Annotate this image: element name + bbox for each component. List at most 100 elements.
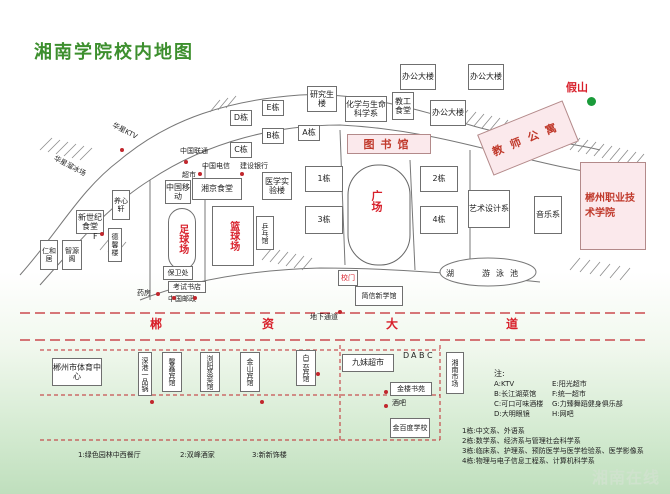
dept-note: 1栋:中文系、外语系	[462, 427, 525, 435]
map-title: 湘南学院校内地图	[34, 42, 194, 63]
building-e: E栋	[262, 100, 284, 116]
marker-dot	[260, 400, 264, 404]
legend-item: E:阳光超市	[552, 380, 587, 388]
marker-dot	[384, 404, 388, 408]
marker-dot	[156, 292, 160, 296]
plaza-label: 广场	[370, 190, 383, 214]
marker-dot	[198, 172, 202, 176]
xiangjing-canteen: 湘京食堂	[192, 178, 242, 200]
road-char-4: 道	[506, 317, 519, 331]
baiyun-label: 白云宾馆	[302, 354, 311, 382]
xiangnan-market: 湘南市场	[446, 352, 464, 394]
xinxin-label: 馨鑫宾馆	[168, 358, 177, 386]
dabc-d: D	[403, 351, 410, 360]
building-b: B栋	[262, 128, 284, 144]
legend-note: 注:	[494, 369, 505, 378]
staff-canteen: 教工食堂	[392, 92, 414, 120]
basketball-court: 篮球场	[212, 206, 254, 266]
building-a: A栋	[298, 125, 320, 141]
library: 图书馆	[347, 134, 431, 154]
legend-item: F:统一超市	[552, 390, 586, 398]
shengang-label: 深港一品锅	[141, 356, 150, 392]
marker-dot	[316, 372, 320, 376]
marker-dot	[150, 400, 154, 404]
teaching-building-4: 4栋	[420, 206, 458, 234]
dept-note: 3栋:临床系、护理系、预防医学与医学检验系、医学影像系	[462, 447, 644, 455]
dabc-b: B	[419, 351, 425, 360]
road-char-2: 资	[262, 317, 275, 331]
jinshan-hotel: 金山宾馆	[240, 352, 260, 392]
marker-dot	[338, 310, 342, 314]
dexin-building: 德馨楼	[108, 228, 122, 262]
bottom-note: 3:新新饰楼	[252, 451, 287, 459]
bottom-note: 1:绿色园林中西餐厅	[78, 451, 141, 459]
road-char-1: 郴	[150, 317, 163, 331]
marker-dot	[100, 232, 104, 236]
legend-item: H:网吧	[552, 410, 574, 418]
dabc-a: A	[411, 351, 417, 360]
music-dept: 音乐系	[534, 196, 562, 234]
teaching-building-1: 1栋	[305, 166, 343, 192]
jiumei-supermarket: 九妹超市	[342, 354, 394, 372]
plaza-text: 广场	[370, 190, 383, 212]
dabc-c: C	[427, 351, 433, 360]
rockery-marker	[587, 97, 596, 106]
watermark: 湘南在线	[591, 468, 660, 487]
china-post-label: 中国邮政	[168, 295, 196, 303]
construction-bank-label: 建设银行	[240, 162, 268, 170]
sports-center: 郴州市体育中心	[52, 358, 102, 386]
office-building-3: 办公大楼	[430, 100, 466, 126]
marker-dot	[193, 296, 197, 300]
liuyang-restaurant: 浏阳蒸菜馆	[200, 352, 220, 392]
shengang-hotpot: 深港一品锅	[138, 352, 152, 396]
chemistry-dept: 化学与生命科学系	[345, 96, 387, 122]
marker-dot	[240, 172, 244, 176]
legend-item: C:可口可味酒楼	[494, 400, 544, 408]
legend-item: D:大明眼镜	[494, 410, 530, 418]
xinxin-hotel: 馨鑫宾馆	[162, 352, 182, 392]
rockery-label: 假山	[566, 81, 588, 94]
liuyang-label: 浏阳蒸菜馆	[206, 354, 215, 390]
building-c: C栋	[230, 142, 252, 158]
xiangnan-market-label: 湘南市场	[451, 359, 460, 387]
graduate-building: 研究生楼	[307, 86, 337, 112]
legend-item: G:力臻舞蹈健身俱乐部	[552, 400, 623, 408]
underpass-label: 地下通道	[310, 313, 338, 321]
exam-bookstore: 考试书店	[168, 281, 206, 293]
china-telecom-label: 中国电信	[202, 162, 230, 170]
letter-f-label: F	[93, 232, 98, 241]
table-tennis-hall: 乒乓馆	[256, 216, 274, 250]
basketball-court-label: 篮球场	[227, 221, 239, 251]
medical-lab: 医学实验楼	[262, 172, 292, 200]
security-office: 保卫处	[163, 266, 193, 280]
chenzhou-vocational-college: 郴州职业技术学院	[580, 162, 646, 250]
marker-dot	[384, 390, 388, 394]
jianxin-building: 简信新学馆	[355, 286, 403, 306]
bottom-note: 2:双峰酒家	[180, 451, 215, 459]
lake-label: 湖	[446, 269, 454, 278]
pharmacy-label: 药房	[137, 289, 151, 297]
school-gate: 校门	[338, 270, 358, 286]
football-field: 足球场	[168, 208, 196, 270]
baiyun-hotel: 白云宾馆	[296, 350, 316, 386]
art-design-dept: 艺术设计系	[468, 190, 510, 228]
china-unicom-label: 中国联通	[180, 147, 208, 155]
teaching-building-3: 3栋	[305, 206, 343, 234]
marker-dot	[184, 160, 188, 164]
office-building-2: 办公大楼	[468, 64, 504, 90]
football-field-label: 足球场	[176, 224, 188, 254]
table-tennis-label: 乒乓馆	[261, 222, 270, 244]
building-d: D栋	[230, 110, 252, 126]
zhiyuan-pavilion: 智源阁	[62, 240, 82, 270]
legend-item: A:KTV	[494, 380, 515, 388]
china-mobile: 中国移动	[165, 180, 191, 204]
pool-label: 游泳池	[482, 269, 524, 278]
new-century-canteen: 新世纪食堂	[76, 210, 104, 234]
office-building-1: 办公大楼	[400, 64, 436, 90]
jinlou-bookstore: 金楼书苑	[390, 382, 432, 396]
teaching-building-2: 2栋	[420, 166, 458, 192]
marker-dot	[172, 296, 176, 300]
jinbaidu-school: 金百度学校	[390, 418, 430, 438]
dept-note: 2栋:数学系、经济系与管理社会科学系	[462, 437, 581, 445]
